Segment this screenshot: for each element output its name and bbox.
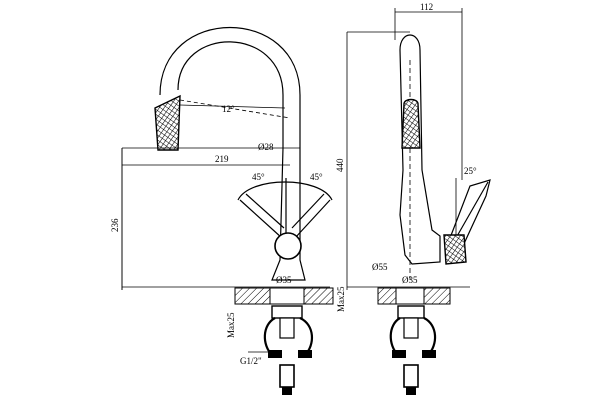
- mount-nut: [271, 305, 303, 319]
- angle-12-line: [179, 104, 286, 109]
- side-mount-shank: [403, 317, 419, 339]
- front-view: 12° 219 Ø28 45° 45° 236 Ø35 Max25: [110, 26, 334, 395]
- faucet-body: [271, 147, 306, 281]
- spout-inner: [177, 41, 284, 148]
- hose-fitting-left: [268, 350, 282, 358]
- dim-max25-side-label: Max25: [336, 286, 346, 312]
- side-fitting-right: [422, 350, 436, 358]
- side-hose-left: [389, 317, 401, 356]
- mount-shank: [279, 317, 295, 339]
- thread-label: G1/2": [240, 356, 262, 366]
- angle-12-label: 12°: [222, 104, 235, 114]
- hose-left: [263, 317, 276, 356]
- side-hose-right: [423, 317, 437, 356]
- side-mount-nut: [397, 305, 425, 319]
- hose-fitting-right: [298, 350, 312, 358]
- spray-dashed-line: [179, 99, 291, 119]
- dim-440-label: 440: [335, 158, 345, 172]
- dim-219-label: 219: [215, 154, 229, 164]
- side-view: 112 440 25° Ø55 Ø35 Max25: [335, 2, 491, 395]
- spout-outer: [159, 26, 301, 148]
- handle-tilt-line: [455, 181, 489, 239]
- dim-236-label: 236: [110, 218, 120, 232]
- bottom-connector-end: [282, 387, 292, 395]
- deck-cutout: [269, 287, 305, 305]
- bottom-connector: [279, 364, 295, 388]
- handle-right-lever-2: [291, 193, 325, 229]
- side-bottom-connector-end: [406, 387, 416, 395]
- handle-left-lever-2: [245, 193, 285, 229]
- dim-112-label: 112: [420, 2, 433, 12]
- side-fitting-left: [392, 350, 406, 358]
- angle-45-right-label: 45°: [310, 172, 323, 182]
- angle-45-left-label: 45°: [252, 172, 265, 182]
- dim-35-front-label: Ø35: [276, 275, 292, 285]
- side-spray-head: [401, 98, 421, 149]
- handle-fan-arc: [237, 181, 333, 201]
- side-deck-cutout: [395, 287, 425, 305]
- hose-right: [299, 317, 313, 356]
- side-spout: [399, 34, 441, 265]
- handle-knob: [274, 232, 302, 260]
- angle-25-label: 25°: [464, 166, 477, 176]
- dim-55-label: Ø55: [372, 262, 388, 272]
- spray-head: [154, 94, 181, 151]
- dim-max25-front-label: Max25: [226, 312, 236, 338]
- side-handle-cap: [443, 234, 467, 265]
- side-bottom-connector: [403, 364, 419, 388]
- dim-28-label: Ø28: [258, 142, 274, 152]
- dim-35-side-label: Ø35: [402, 275, 418, 285]
- handle-left-lever: [239, 199, 283, 239]
- handle-right-lever: [294, 199, 331, 239]
